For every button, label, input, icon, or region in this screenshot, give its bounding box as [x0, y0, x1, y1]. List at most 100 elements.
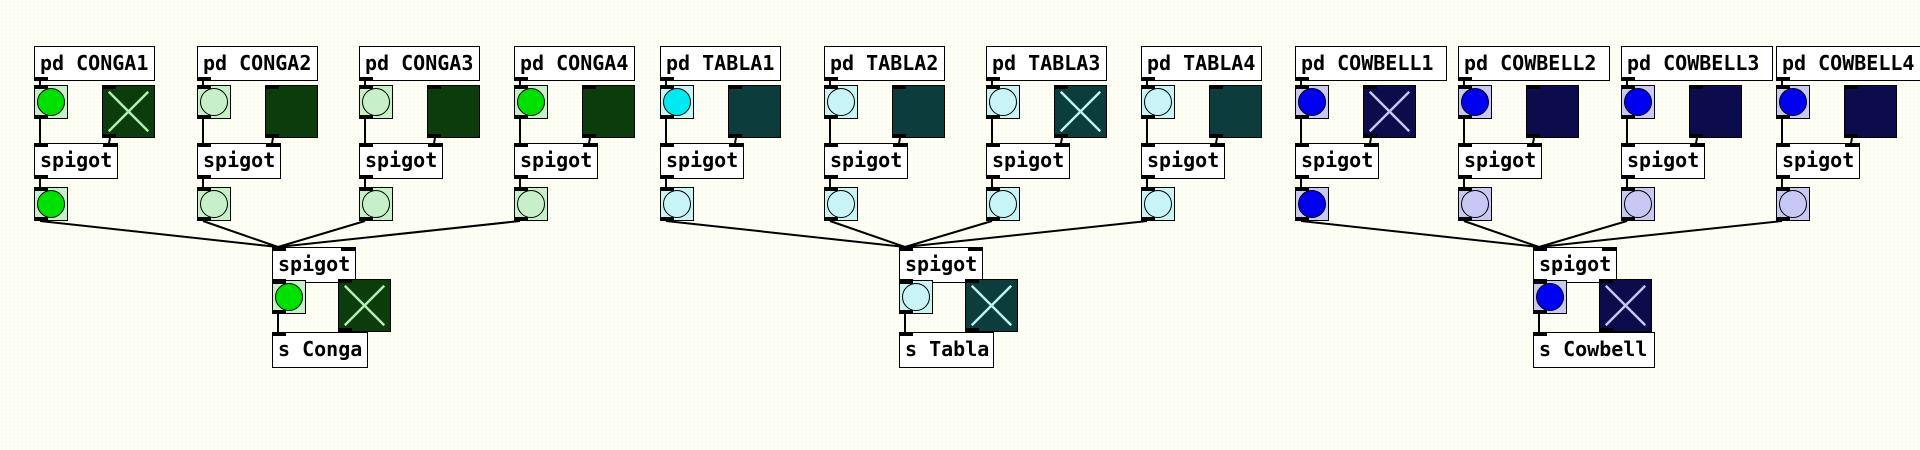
outlet[interactable] [825, 77, 838, 80]
inlet[interactable] [359, 187, 373, 191]
outlet[interactable] [514, 115, 528, 119]
outlet[interactable] [1296, 77, 1309, 80]
outlet[interactable] [661, 77, 674, 80]
outlet[interactable] [427, 134, 441, 138]
inlet[interactable] [265, 85, 279, 89]
outlet[interactable] [35, 77, 48, 80]
inlet[interactable] [1602, 248, 1616, 251]
inlet[interactable] [1458, 187, 1472, 191]
outlet[interactable] [1209, 134, 1223, 138]
conga3-spigot[interactable]: spigot [359, 143, 443, 179]
cowbell4-trigger-bang[interactable] [1776, 85, 1810, 119]
inlet[interactable] [1054, 85, 1068, 89]
inlet[interactable] [728, 85, 742, 89]
conga1-trigger-bang[interactable] [34, 85, 68, 119]
cowbell2-spigot[interactable]: spigot [1458, 143, 1542, 179]
cowbell3-trigger-bang[interactable] [1621, 85, 1655, 119]
inlet[interactable] [273, 333, 286, 336]
conga3-trigger-bang[interactable] [359, 85, 393, 119]
conga3-enable-toggle[interactable] [427, 85, 480, 138]
conga4-trigger-bang[interactable] [514, 85, 548, 119]
inlet[interactable] [1844, 85, 1858, 89]
outlet[interactable] [1622, 175, 1635, 178]
inlet[interactable] [892, 85, 906, 89]
tabla3-trigger-bang[interactable] [986, 85, 1020, 119]
inlet[interactable] [197, 187, 211, 191]
subpatch-tabla2[interactable]: pd TABLA2 [824, 46, 945, 81]
inlet[interactable] [825, 144, 838, 147]
outlet[interactable] [198, 175, 211, 178]
inlet[interactable] [1295, 187, 1309, 191]
outlet[interactable] [515, 175, 528, 178]
inlet[interactable] [1295, 85, 1309, 89]
inlet[interactable] [1527, 144, 1541, 147]
inlet[interactable] [968, 248, 982, 251]
outlet[interactable] [987, 77, 1000, 80]
inlet[interactable] [824, 187, 838, 191]
subpatch-tabla4[interactable]: pd TABLA4 [1141, 46, 1262, 81]
outlet[interactable] [1296, 175, 1309, 178]
inlet[interactable] [1459, 144, 1472, 147]
tabla4-spigot[interactable]: spigot [1141, 143, 1225, 179]
outlet[interactable] [359, 217, 373, 221]
tabla2-output-bang[interactable] [824, 187, 858, 221]
tabla1-enable-toggle[interactable] [728, 85, 781, 138]
inlet[interactable] [1622, 144, 1635, 147]
outlet[interactable] [892, 134, 906, 138]
outlet[interactable] [514, 217, 528, 221]
outlet[interactable] [986, 217, 1000, 221]
outlet[interactable] [965, 328, 979, 332]
tabla3-spigot[interactable]: spigot [986, 143, 1070, 179]
inlet[interactable] [893, 144, 907, 147]
cowbell1-trigger-bang[interactable] [1295, 85, 1329, 119]
inlet[interactable] [341, 248, 355, 251]
inlet[interactable] [1526, 85, 1540, 89]
inlet[interactable] [35, 144, 48, 147]
cowbell1-enable-toggle[interactable] [1363, 85, 1416, 138]
outlet[interactable] [1458, 115, 1472, 119]
outlet[interactable] [1295, 217, 1309, 221]
inlet[interactable] [428, 144, 442, 147]
outlet[interactable] [1621, 217, 1635, 221]
conga1-to-mixer-cord[interactable] [39, 220, 279, 248]
outlet[interactable] [360, 175, 373, 178]
outlet[interactable] [1295, 115, 1309, 119]
outlet[interactable] [1054, 134, 1068, 138]
tabla3-to-mixer-cord[interactable] [904, 220, 993, 248]
subpatch-conga3[interactable]: pd CONGA3 [359, 46, 480, 81]
cowbell3-spigot[interactable]: spigot [1621, 143, 1705, 179]
inlet[interactable] [514, 85, 528, 89]
inlet[interactable] [1776, 187, 1790, 191]
cowbell2-to-mixer-cord[interactable] [1463, 220, 1540, 248]
tabla3-enable-toggle[interactable] [1054, 85, 1107, 138]
inlet[interactable] [102, 85, 116, 89]
outlet[interactable] [660, 115, 674, 119]
cowbell-send[interactable]: s Cowbell [1533, 332, 1655, 368]
outlet[interactable] [987, 175, 1000, 178]
inlet[interactable] [582, 85, 596, 89]
conga-mixer-spigot[interactable]: spigot [272, 247, 356, 283]
inlet[interactable] [272, 280, 286, 284]
inlet[interactable] [1533, 280, 1547, 284]
outlet[interactable] [1777, 175, 1790, 178]
tabla1-to-mixer-cord[interactable] [665, 220, 906, 248]
outlet[interactable] [197, 217, 211, 221]
conga2-enable-toggle[interactable] [265, 85, 318, 138]
outlet[interactable] [1622, 77, 1635, 80]
outlet[interactable] [1533, 310, 1547, 314]
inlet[interactable] [1776, 85, 1790, 89]
cowbell3-enable-toggle[interactable] [1689, 85, 1742, 138]
inlet[interactable] [987, 144, 1000, 147]
subpatch-cowbell2[interactable]: pd COWBELL2 [1458, 46, 1610, 81]
inlet[interactable] [1209, 85, 1223, 89]
tabla1-spigot[interactable]: spigot [660, 143, 744, 179]
inlet[interactable] [1296, 144, 1309, 147]
inlet[interactable] [1142, 144, 1155, 147]
conga2-trigger-bang[interactable] [197, 85, 231, 119]
outlet[interactable] [825, 175, 838, 178]
outlet[interactable] [34, 115, 48, 119]
conga1-output-bang[interactable] [34, 187, 68, 221]
inlet[interactable] [899, 280, 913, 284]
outlet[interactable] [1142, 77, 1155, 80]
outlet[interactable] [359, 115, 373, 119]
